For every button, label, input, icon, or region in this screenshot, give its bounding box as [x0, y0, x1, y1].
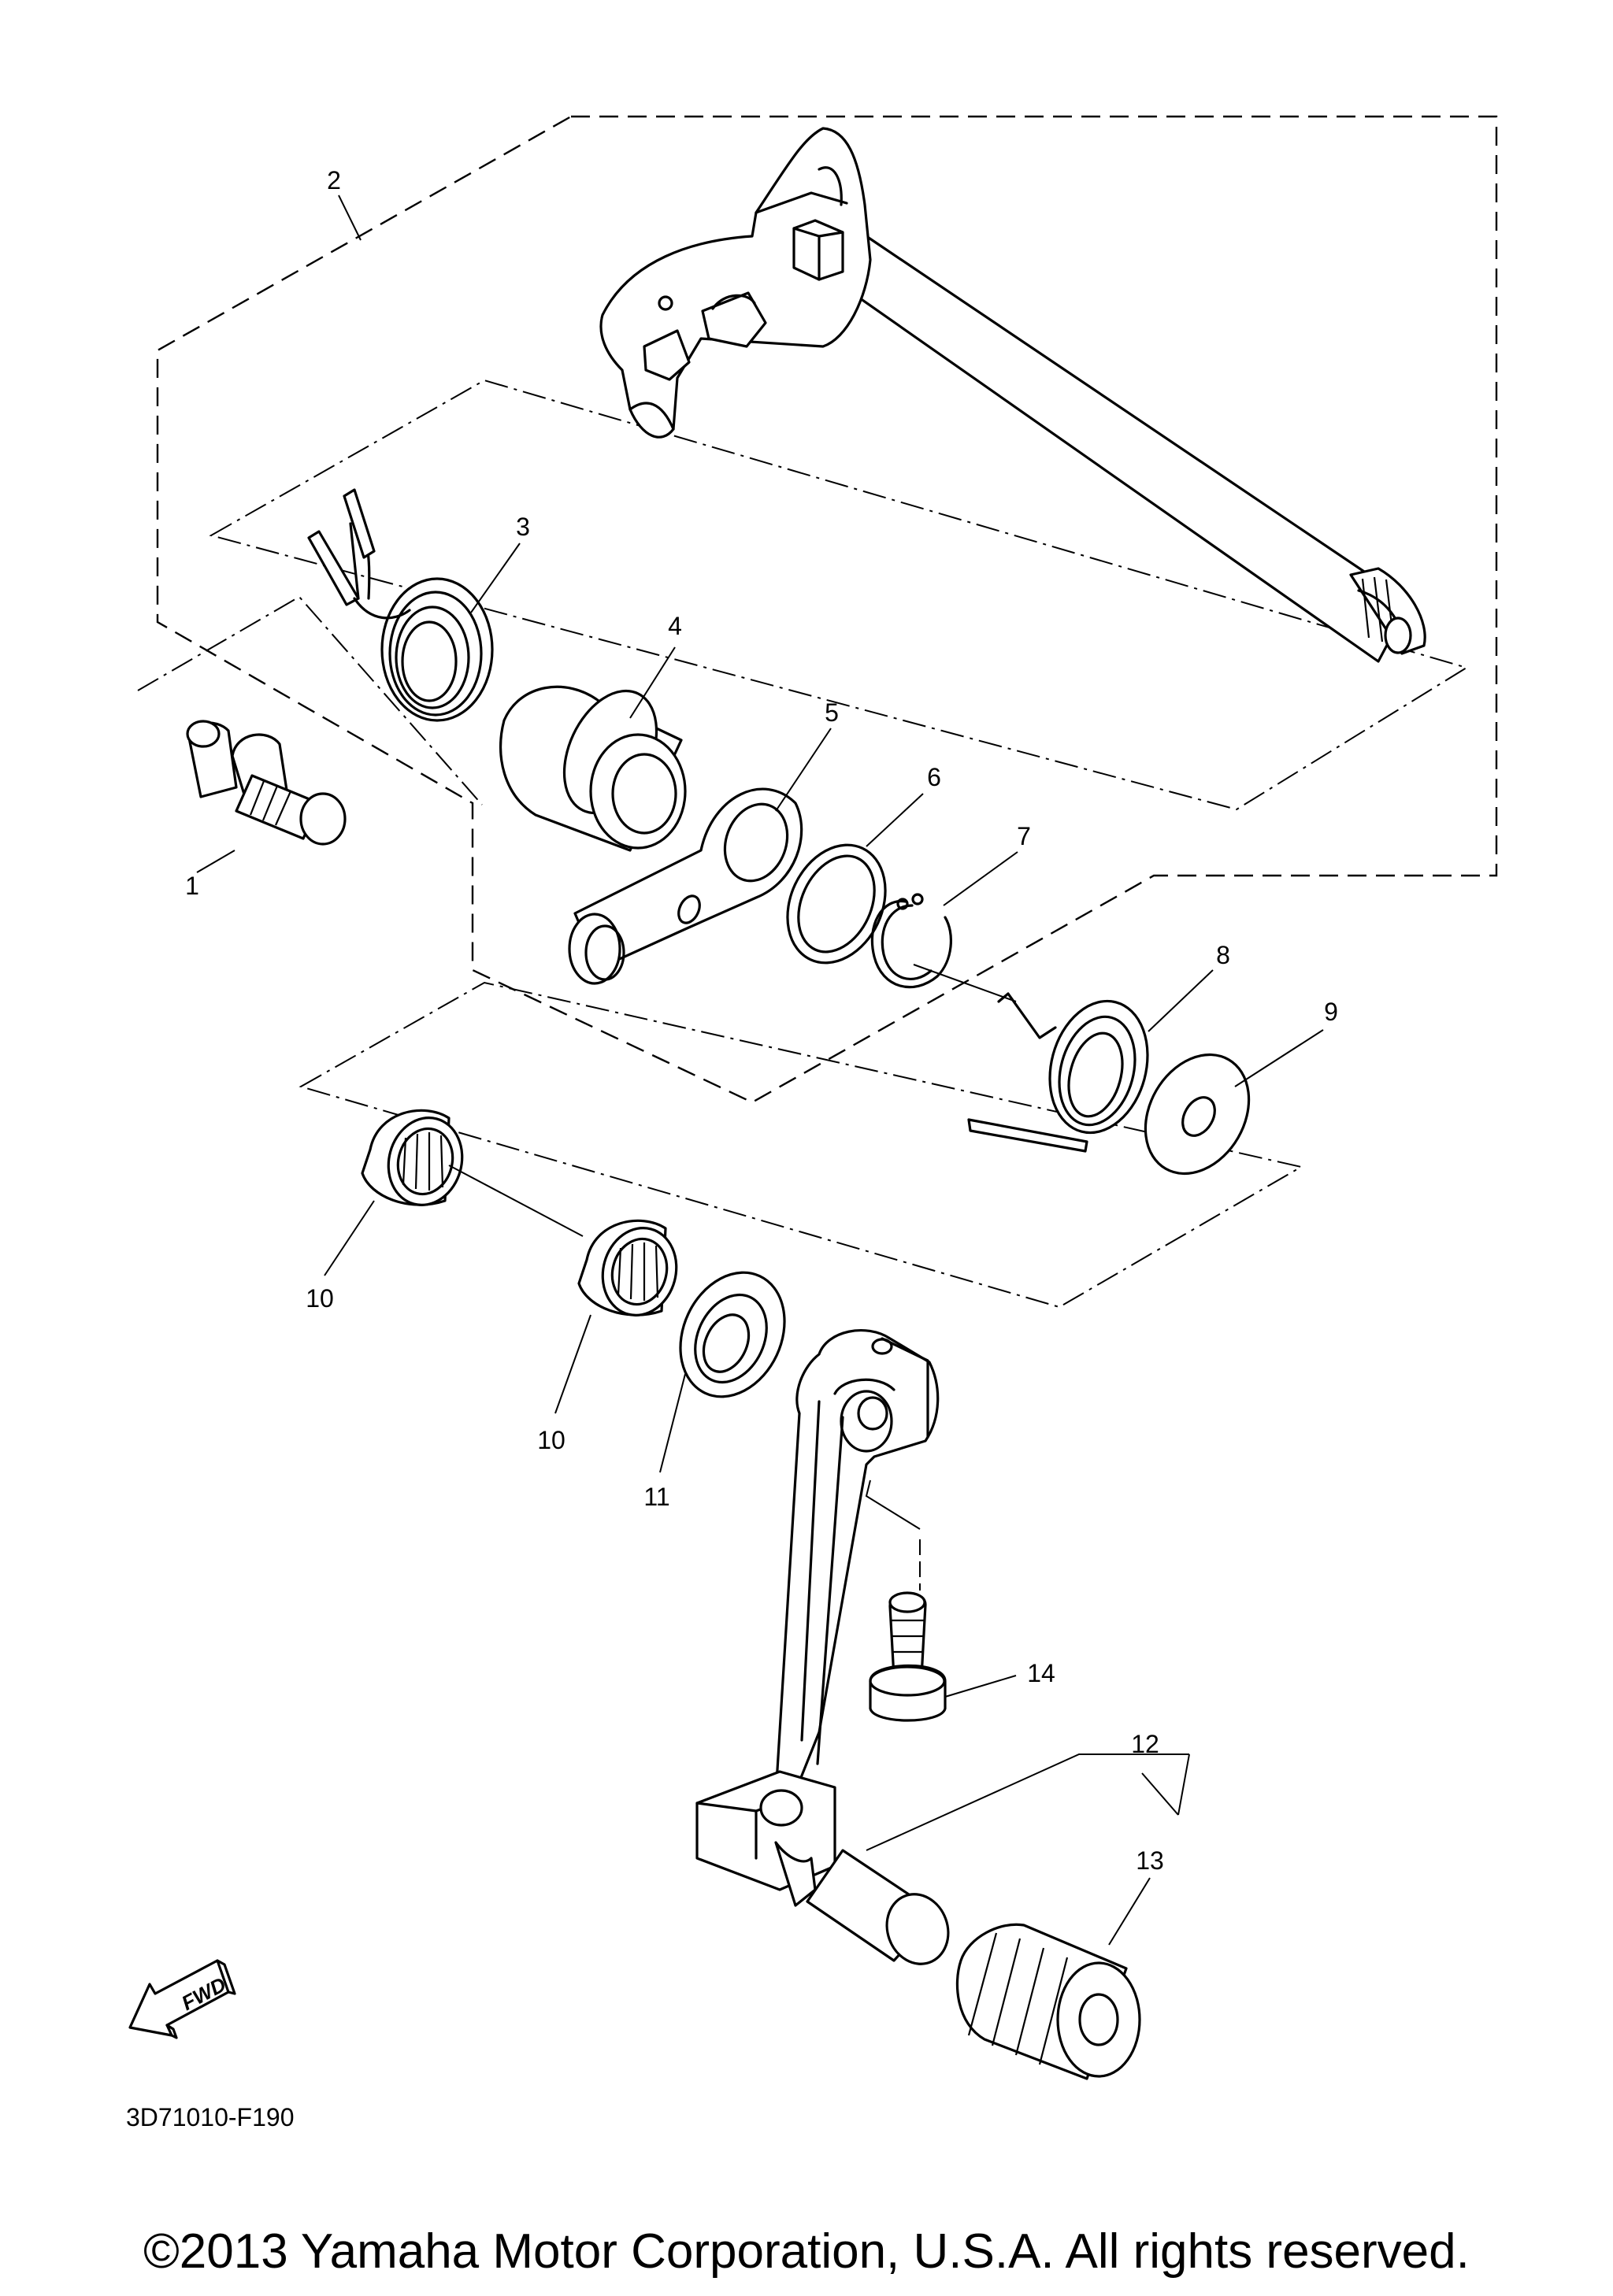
- callout-leaders: [196, 194, 1324, 1946]
- part-2-shift-shaft: [599, 127, 1426, 663]
- callout-10-a: 10: [306, 1284, 334, 1313]
- callout-1: 1: [185, 872, 199, 900]
- copyright-notice: ©2013 Yamaha Motor Corporation, U.S.A. A…: [143, 2224, 1470, 2279]
- part-14-bolt: [869, 1591, 947, 1722]
- part-10-needle-bearing-b: [577, 1219, 678, 1316]
- part-7-circlip: [870, 893, 953, 989]
- exploded-axis-lines: [448, 964, 1189, 1851]
- drawing-code: 3D71010-F190: [126, 2103, 294, 2131]
- part-1-stud-bolt: [186, 720, 347, 846]
- part-3-torsion-spring: [307, 488, 494, 722]
- callout-labels: 2 3 4 5 6 7 8 9 1 10 10 11 14 12 13: [185, 166, 1338, 1875]
- callout-14: 14: [1027, 1659, 1055, 1687]
- part-11-oil-seal: [679, 1271, 786, 1398]
- callout-12: 12: [1131, 1730, 1159, 1758]
- callout-8: 8: [1216, 941, 1230, 969]
- part-13-pedal-rubber: [955, 1923, 1141, 2080]
- callout-13: 13: [1136, 1846, 1164, 1875]
- part-4-collar: [499, 685, 687, 852]
- part-12-shift-pedal: [695, 1329, 950, 1965]
- callout-3: 3: [516, 513, 530, 541]
- assembly-outline-shift-shaft: [156, 115, 1498, 1104]
- part-9-washer: [1144, 1053, 1251, 1176]
- part-8-torsion-spring: [967, 992, 1149, 1153]
- part-10-needle-bearing-a: [361, 1109, 464, 1206]
- callout-9: 9: [1324, 998, 1338, 1026]
- callout-10-b: 10: [537, 1426, 565, 1454]
- callout-7: 7: [1017, 822, 1031, 850]
- fwd-arrow-icon: FWD: [128, 1959, 236, 2039]
- subassembly-outline-lower: [298, 981, 1303, 1309]
- part-6-washer: [786, 843, 887, 965]
- callout-6: 6: [927, 763, 941, 791]
- subassembly-outline-left: [137, 595, 483, 805]
- callout-4: 4: [668, 612, 682, 640]
- callout-11: 11: [643, 1483, 669, 1511]
- part-5-shift-lever: [568, 787, 803, 985]
- callout-5: 5: [825, 698, 839, 727]
- subassembly-outline-upper: [209, 379, 1469, 811]
- callout-2: 2: [327, 166, 341, 194]
